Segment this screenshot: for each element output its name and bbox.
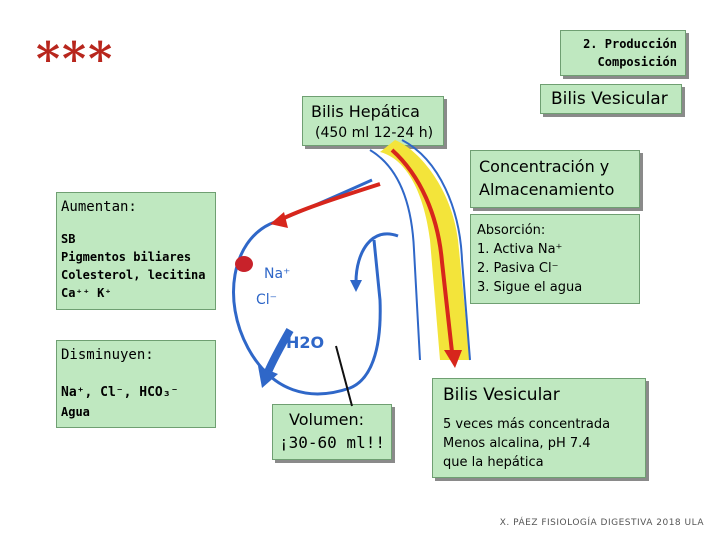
absorcion-item: 2. Pasiva Cl⁻ <box>477 261 559 276</box>
volumen-line2: ¡30-60 ml!! <box>279 433 385 452</box>
bile-duct-fill <box>380 140 470 360</box>
concentracion-line1: Concentración y <box>479 157 610 176</box>
na-ion-label: Na⁺ <box>264 266 290 282</box>
red-arrow-gallbladder-head <box>270 212 288 228</box>
bilis-vesicular-box-line: Menos alcalina, pH 7.4 <box>443 436 591 451</box>
disminuyen-title: Disminuyen: <box>61 347 154 363</box>
absorcion-item: 1. Activa Na⁺ <box>477 242 563 257</box>
stars-decoration: *** <box>36 32 115 86</box>
bilis-vesicular-top-box: Bilis Vesicular <box>540 84 682 114</box>
production-line1: 2. Producción <box>583 37 677 51</box>
volumen-box: Volumen: ¡30-60 ml!! <box>272 404 392 460</box>
blue-arrow-duct <box>354 232 399 283</box>
gallbladder-outline <box>232 178 382 396</box>
disminuyen-line1: Na⁺, Cl⁻, HCO₃⁻ <box>61 385 179 400</box>
absorcion-title: Absorción: <box>477 223 546 238</box>
aumentan-item: Pigmentos biliares <box>61 250 192 264</box>
duct-outline-left <box>369 149 421 361</box>
production-line2: Composición <box>597 55 677 69</box>
production-box: 2. Producción Composición <box>560 30 686 76</box>
blue-arrow-duct-head <box>350 280 362 292</box>
disminuyen-line2: Agua <box>61 405 90 419</box>
concentracion-box: Concentración y Almacenamiento <box>470 150 640 208</box>
footer-credit: X. PÁEZ FISIOLOGÍA DIGESTIVA 2018 ULA <box>499 518 704 528</box>
blue-water-arrow <box>264 328 294 374</box>
cl-ion-label: Cl⁻ <box>256 292 277 308</box>
h2o-label: H2O <box>286 333 324 352</box>
gallbladder-inner <box>242 193 366 381</box>
bilis-vesicular-box-line: 5 veces más concentrada <box>443 417 611 432</box>
aumentan-item: SB <box>61 232 76 246</box>
absorcion-item: 3. Sigue el agua <box>477 280 583 295</box>
aumentan-box: Aumentan: SB Pigmentos biliares Colester… <box>56 192 216 310</box>
bilis-hepatica-box: Bilis Hepática (450 ml 12-24 h) <box>302 96 444 146</box>
volumen-pointer-line <box>335 345 353 407</box>
bilis-hepatica-volume: (450 ml 12-24 h) <box>315 125 434 141</box>
red-arrow-gallbladder <box>279 182 381 222</box>
volumen-line1: Volumen: <box>289 410 365 429</box>
red-arrow-main <box>390 148 454 353</box>
bilis-hepatica-title: Bilis Hepática <box>311 102 420 121</box>
blue-water-arrow-head <box>258 366 278 388</box>
bilis-vesicular-box: Bilis Vesicular 5 veces más concentrada … <box>432 378 646 478</box>
aumentan-title: Aumentan: <box>61 199 137 215</box>
red-cell-dot <box>235 256 253 272</box>
aumentan-item: Colesterol, lecitina <box>61 268 206 282</box>
duct-outline-right <box>401 139 471 361</box>
aumentan-item: Ca⁺⁺ K⁺ <box>61 286 112 300</box>
concentracion-line2: Almacenamiento <box>479 180 615 199</box>
bilis-vesicular-box-line: que la hepática <box>443 455 544 470</box>
disminuyen-box: Disminuyen: Na⁺, Cl⁻, HCO₃⁻ Agua <box>56 340 216 428</box>
absorcion-box: Absorción: 1. Activa Na⁺ 2. Pasiva Cl⁻ 3… <box>470 214 640 304</box>
red-arrow-head <box>444 350 462 368</box>
bilis-vesicular-box-title: Bilis Vesicular <box>443 385 560 405</box>
bilis-vesicular-top-label: Bilis Vesicular <box>551 89 668 109</box>
